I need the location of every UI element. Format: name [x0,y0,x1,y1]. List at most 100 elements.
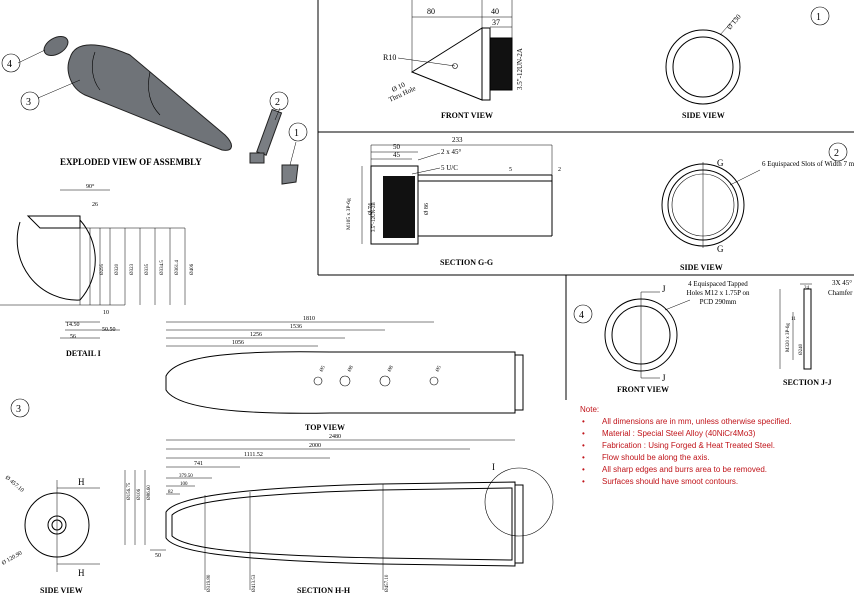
p2-thread: M105 x 3P-6g [346,198,352,230]
p2-thread2: 3.5"-12UN-2B [372,202,377,232]
p2-g-top: G [717,158,724,168]
d-1450: 14.50 [66,322,80,328]
d-26: 26 [92,202,98,208]
d-3345: Ø334.5 [160,260,165,275]
p4-chamfer2: Chamfer [828,289,853,297]
p2-dia86: Ø 86 [424,203,430,215]
p4-dia240: Ø240 [799,343,804,355]
d-323: Ø323 [130,263,135,275]
d-335: Ø335 [145,263,150,275]
p4-holes-note: 4 Equispaced Tapped Holes M12 x 1.75P on… [686,280,750,306]
bullet-2: • [582,429,585,438]
d-406: Ø406 [190,263,195,275]
sh-111152: 1111.52 [244,452,263,458]
part4-cap-3d [43,36,69,56]
sh-82: 82 [168,490,174,495]
tv-1056: 1056 [232,340,244,346]
p2-dia74: Ø 74 [368,203,374,215]
top-view-title: TOP VIEW [305,423,345,432]
p4-front-view-title: FRONT VIEW [617,385,669,394]
part2-bolt-3d [256,108,283,156]
p2-d2: 2 [558,167,561,173]
p1-dim-40: 40 [491,7,499,16]
bullet-5: • [582,465,585,474]
p1-r10: R10 [383,53,396,62]
sh-741: 741 [194,461,203,467]
sh-v6: Ø457.10 [385,574,390,592]
d-10: 10 [103,310,109,316]
p2-uc: 5 U/C [441,164,458,172]
p2-chamfer: 2 x 45° [441,148,462,156]
balloon-4-sheet: 4 [579,310,584,321]
p4-thread: M320 x 3P-6g [786,323,791,352]
sh-2480: 2480 [329,434,341,440]
part1-tip-3d [281,164,299,185]
balloon-3-exploded: 3 [26,97,31,108]
sh-v1: Ø156.75 [127,482,132,500]
j-bottom: J [662,373,666,383]
exploded-view-title: EXPLODED VIEW OF ASSEMBLY [60,157,202,167]
bullet-3: • [582,441,585,450]
part1-side-view: Ø 130 SIDE VIEW [665,13,743,120]
sh-v4: Ø319.80 [207,574,212,592]
h-bottom: H [78,568,85,578]
p4-holes-note-box: 4 Equispaced Tapped Holes M12 x 1.75P on… [686,280,750,306]
part3-side-view: H H Ø 457.10 Ø 120.90 SIDE VIEW [1,475,100,595]
p4-chamfer: 3X 45° [832,279,852,287]
balloon-3-sheet: 3 [16,404,21,415]
section-hh: I 2480 2000 1111.52 741 379.50 100 82 50… [124,434,554,595]
tv-hole-3: Ø8 [387,365,395,373]
h-top: H [78,477,85,487]
p1-side-view-title: SIDE VIEW [682,111,725,120]
d-320: Ø320 [115,263,120,275]
j-top: J [662,284,666,294]
p1-dim-80: 80 [427,7,435,16]
p2-dim-50: 50 [393,143,401,151]
part2-base-3d [249,152,265,164]
d-90: 90° [86,183,95,190]
balloon-1-sheet: 1 [816,12,821,23]
part3-side-view-title: SIDE VIEW [40,586,83,595]
note-item-6: Surfaces should have smoot contours. [602,477,738,486]
note-item-3: Fabrication : Using Forged & Heat Treate… [602,441,775,450]
note-item-5: All sharp edges and burrs area to be rem… [602,465,767,474]
detail-i: 90° 26 Ø295 Ø320 Ø323 Ø335 Ø334.5 Ø361.4… [0,183,195,358]
detail-i-title: DETAIL I [66,349,101,358]
section-jj-title: SECTION J-J [783,378,832,387]
sh-v5: Ø413.53 [252,574,257,592]
d-295: Ø295 [100,263,105,275]
tv-hole-1: Ø5 [319,365,327,373]
sh-37950: 379.50 [179,474,193,479]
bullet-1: • [582,417,585,426]
bullet-4: • [582,453,585,462]
part2-side-view: G G 6 Equispaced Slots of Width 7 mm SID… [661,158,854,272]
p2-dim-233: 233 [452,136,463,144]
note-item-2: Material : Special Steel Alloy (40NiCr4M… [602,429,756,438]
p2-g-bottom: G [717,244,724,254]
notes-block: Note: • All dimensions are in mm, unless… [580,405,791,486]
balloon-2-sheet: 2 [834,148,839,159]
tv-1536: 1536 [290,324,302,330]
balloon-4-exploded: 4 [7,59,12,70]
p2-dim-45: 45 [393,151,401,159]
p4-dim-11: 11 [791,317,796,322]
part4-section-jj: 24 11 Ø240 M320 x 3P-6g 3X 45° Chamfer S… [779,279,853,387]
part4-front-view: J J 4 Equispaced Tapped Holes M12 x 1.75… [604,280,750,394]
section-hh-title: SECTION H-H [297,586,351,595]
i-marker: I [492,462,495,472]
sh-v2: Ø106 [137,488,142,500]
p2-d5: 5 [509,167,512,173]
sv-dia-457: Ø 457.10 [4,475,25,494]
p1-thread: 3.5"-12UN-2A [516,48,524,90]
balloon-1-exploded: 1 [294,128,299,139]
sh-v3: Ø86.60 [147,485,152,500]
tv-1256: 1256 [250,332,262,338]
d-3614: Ø361.4 [175,260,180,275]
sh-2000: 2000 [309,443,321,449]
sh-50: 50 [155,553,161,559]
d-56: 56 [70,334,76,340]
p1-dim-37: 37 [492,18,500,27]
sh-100: 100 [180,482,188,487]
d-5050: 50.50 [102,327,116,333]
